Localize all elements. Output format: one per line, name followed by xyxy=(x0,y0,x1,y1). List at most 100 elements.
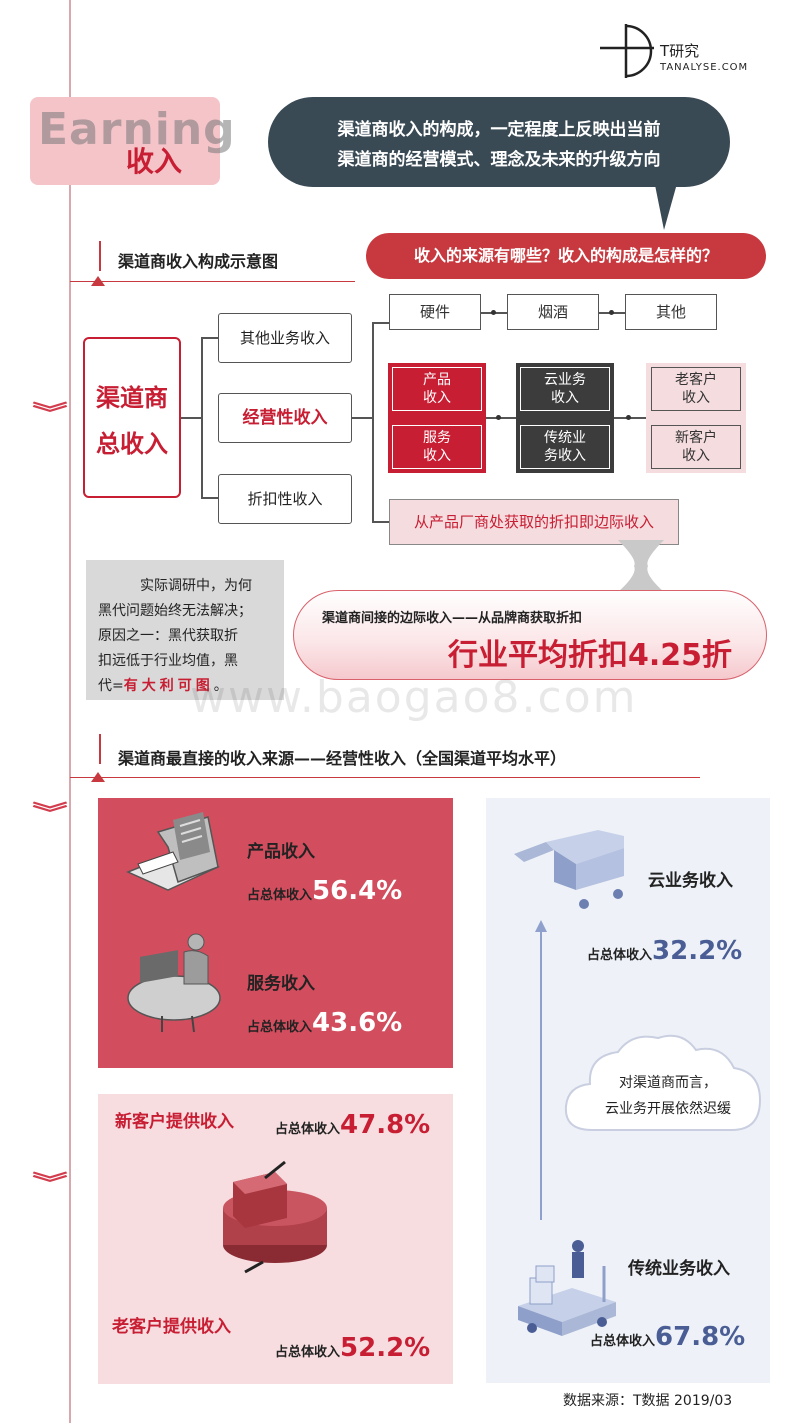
new-client-pct: 47.8% xyxy=(340,1110,431,1140)
traditional-revenue-label: 传统业务收入 xyxy=(628,1259,730,1279)
root-line-2: 总收入 xyxy=(96,430,168,458)
product-share: 占总体收入56.4% xyxy=(247,876,402,906)
note-text: 代= xyxy=(98,678,124,694)
section-bar xyxy=(99,734,101,764)
note-line: 扣远低于行业均值，黑 xyxy=(98,653,238,669)
discount-headline: 行业平均折扣4.25折 xyxy=(448,638,733,673)
item-tobacco-liquor: 烟酒 xyxy=(507,294,599,330)
cloud-note-line: 对渠道商而言， xyxy=(619,1075,717,1091)
connector-dot xyxy=(626,415,631,420)
cloud-icon xyxy=(564,1034,762,1131)
section-marker xyxy=(91,276,105,286)
note-line: 实际调研中，为何 xyxy=(140,578,252,594)
cloud-revenue-label: 云业务收入 xyxy=(648,871,733,891)
cell-service-revenue: 服务 收入 xyxy=(392,425,482,469)
section-2-title: 渠道商最直接的收入来源——经营性收入（全国渠道平均水平） xyxy=(118,749,567,768)
watermark: www.baogao8.com xyxy=(190,672,638,723)
intro-speech-bubble: 渠道商收入的构成，一定程度上反映出当前 渠道商的经营模式、理念及未来的升级方向 xyxy=(268,97,730,187)
marginal-revenue-box: 从产品厂商处获取的折扣即边际收入 xyxy=(389,499,679,545)
service-share: 占总体收入43.6% xyxy=(247,1008,402,1038)
cell-product-revenue: 产品 收入 xyxy=(392,367,482,411)
cell-traditional-revenue: 传统业 务收入 xyxy=(520,425,610,469)
cell-old-client-revenue: 老客户 收入 xyxy=(651,367,741,411)
old-client-pct: 52.2% xyxy=(340,1333,431,1363)
category-operating: 经营性收入 xyxy=(218,393,352,443)
note-line: 代=有大利可图。 xyxy=(98,674,274,699)
cell-text: 老客户 xyxy=(675,372,717,388)
old-client-share: 占总体收入52.2% xyxy=(275,1333,430,1363)
cell-new-client-revenue: 新客户 收入 xyxy=(651,425,741,469)
timeline-line xyxy=(69,0,71,1423)
connector xyxy=(486,417,516,419)
cell-text: 收入 xyxy=(682,448,710,464)
funnel-connector xyxy=(618,540,664,592)
cell-text: 传统业 xyxy=(544,430,586,446)
service-pct: 43.6% xyxy=(312,1008,403,1038)
cell-text: 务收入 xyxy=(544,448,586,464)
connector xyxy=(181,417,201,419)
item-other: 其他 xyxy=(625,294,717,330)
traditional-pct: 67.8% xyxy=(655,1322,746,1352)
brand-name: T研究 xyxy=(660,42,700,60)
discount-subtitle: 渠道商间接的边际收入——从品牌商获取折扣 xyxy=(322,611,583,626)
new-client-label: 新客户提供收入 xyxy=(115,1112,234,1132)
brand-logo-icon xyxy=(600,24,654,78)
question-pill: 收入的来源有哪些？收入的构成是怎样的？ xyxy=(366,233,766,279)
connector xyxy=(372,322,390,324)
section-bar xyxy=(99,241,101,271)
share-prefix: 占总体收入 xyxy=(247,1020,313,1035)
cloud-pct: 32.2% xyxy=(652,936,743,966)
share-prefix: 占总体收入 xyxy=(247,888,313,903)
cell-cloud-revenue: 云业务 收入 xyxy=(520,367,610,411)
connector xyxy=(201,337,218,339)
share-prefix: 占总体收入 xyxy=(275,1345,341,1360)
root-line-1: 渠道商 xyxy=(96,384,168,412)
connector-dot xyxy=(496,415,501,420)
service-desk-icon xyxy=(127,933,221,1033)
chevron-down-icon: ︾ xyxy=(32,1172,68,1197)
share-prefix: 占总体收入 xyxy=(590,1334,656,1349)
intro-line-2: 渠道商的经营模式、理念及未来的升级方向 xyxy=(337,150,661,170)
cell-text: 收入 xyxy=(423,448,451,464)
product-pct: 56.4% xyxy=(312,876,403,906)
connector xyxy=(352,417,372,419)
note-line: 原因之一：黑代获取折 xyxy=(98,628,238,644)
brand-site: TANALYSE.COM xyxy=(660,62,749,73)
cell-text: 云业务 xyxy=(544,372,586,388)
item-hardware: 硬件 xyxy=(389,294,481,330)
earning-en: Earning xyxy=(38,104,236,155)
panel-product-service xyxy=(98,798,453,1068)
arrow-up-icon xyxy=(535,920,547,1220)
connector xyxy=(372,521,390,523)
product-revenue-label: 产品收入 xyxy=(247,842,315,862)
printer-icon xyxy=(126,812,220,891)
note-text: 。 xyxy=(213,678,228,694)
pie-3d-icon xyxy=(223,1160,327,1274)
connector-dot xyxy=(491,310,496,315)
section-rule xyxy=(70,777,700,778)
category-discount: 折扣性收入 xyxy=(218,474,352,524)
cell-text: 新客户 xyxy=(675,430,717,446)
cloud-share: 占总体收入32.2% xyxy=(587,936,742,966)
chevron-down-icon: ︾ xyxy=(32,402,68,427)
service-revenue-label: 服务收入 xyxy=(247,974,315,994)
connector xyxy=(201,337,203,498)
cloud-note-line: 云业务开展依然迟缓 xyxy=(605,1101,731,1117)
connector xyxy=(372,322,374,522)
warehouse-worker-icon xyxy=(518,1240,616,1336)
new-client-share: 占总体收入47.8% xyxy=(275,1110,430,1140)
research-note: 实际调研中，为何 黑代问题始终无法解决； 原因之一：黑代获取折 扣远低于行业均值… xyxy=(86,560,284,700)
connector xyxy=(201,497,218,499)
section-rule xyxy=(70,281,355,282)
traditional-share: 占总体收入67.8% xyxy=(590,1322,745,1352)
intro-line-1: 渠道商收入的构成，一定程度上反映出当前 xyxy=(337,120,661,140)
category-other-business: 其他业务收入 xyxy=(218,313,352,363)
cell-text: 服务 xyxy=(423,430,451,446)
cell-text: 收入 xyxy=(423,390,451,406)
forklift-arm-icon xyxy=(514,830,624,909)
data-source: 数据来源：T数据 2019/03 xyxy=(563,1393,733,1409)
section-marker xyxy=(91,772,105,782)
share-prefix: 占总体收入 xyxy=(587,948,653,963)
total-revenue-root: 渠道商 总收入 xyxy=(83,337,181,498)
cloud-note: 对渠道商而言， 云业务开展依然迟缓 xyxy=(583,1070,753,1122)
